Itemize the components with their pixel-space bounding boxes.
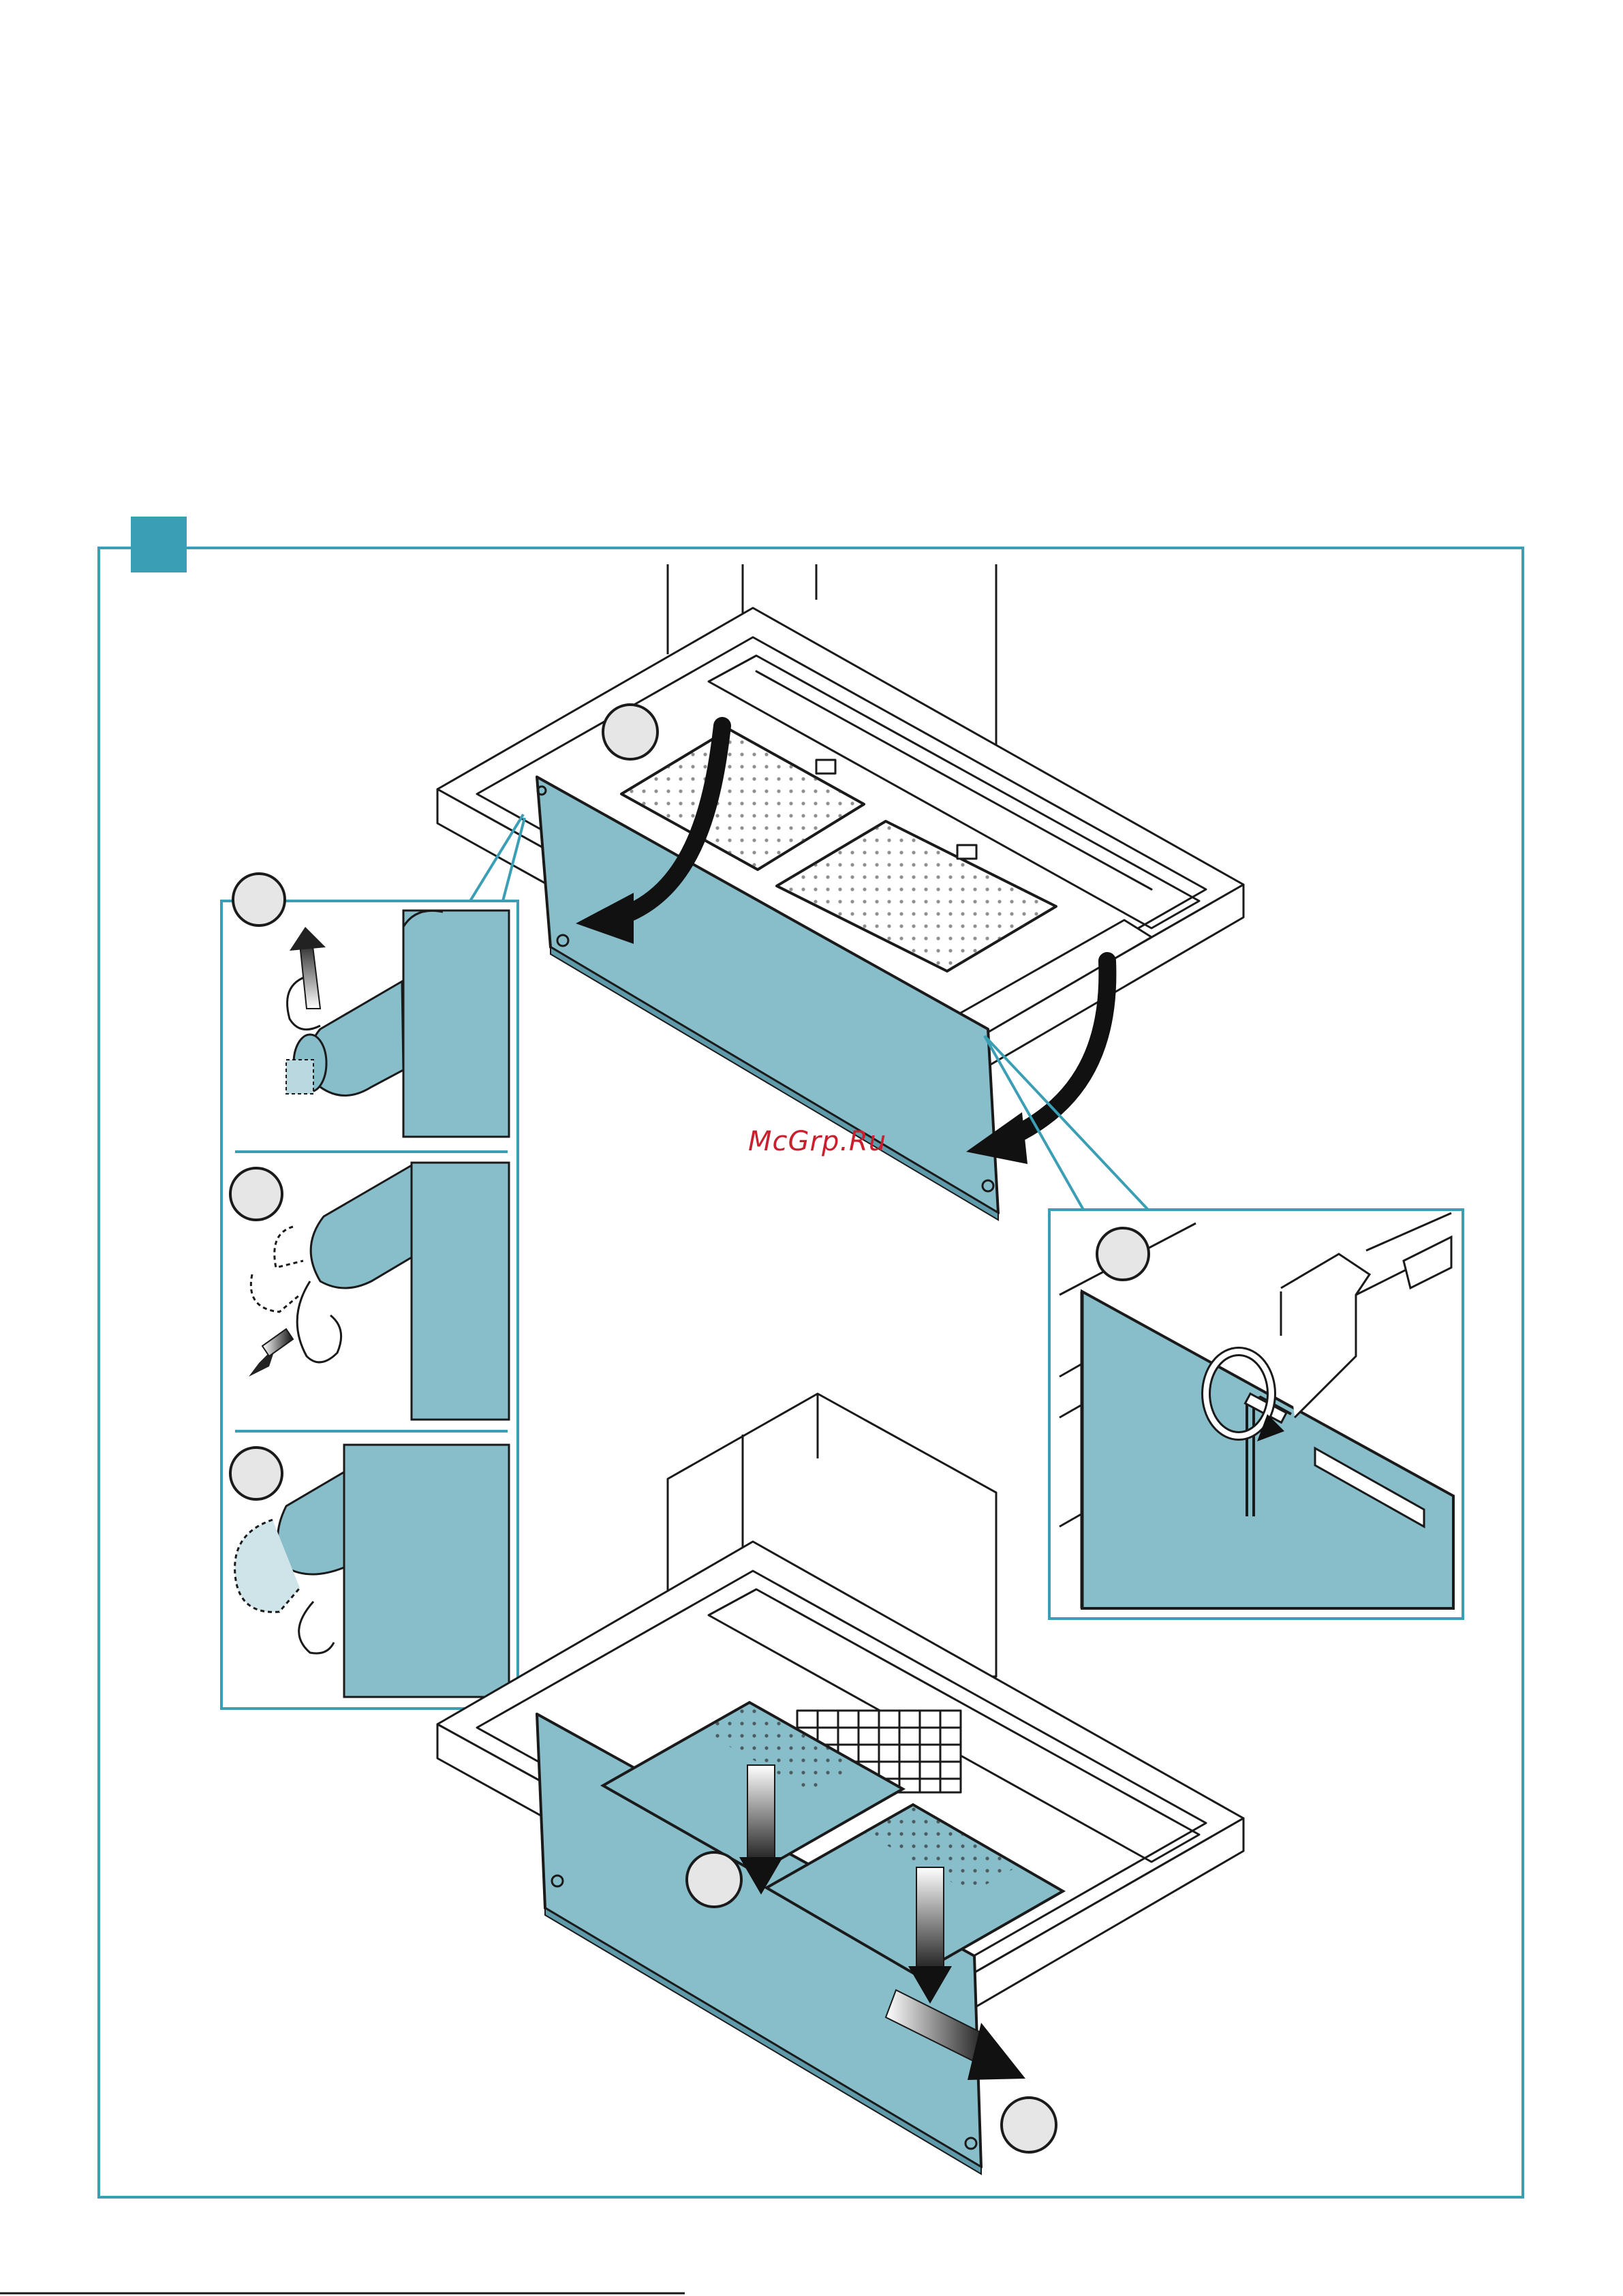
callout-circle-icon [1097, 1228, 1149, 1280]
section-marker-icon [131, 517, 187, 572]
callout-circle-icon [1002, 2098, 1056, 2152]
callout-circle-icon [603, 705, 658, 759]
callout-circle-icon [233, 874, 285, 925]
callout-circle-icon [687, 1852, 741, 1907]
callout-circle-icon [230, 1448, 282, 1499]
callout-circle-icon [230, 1168, 282, 1220]
left-detail-panel [221, 814, 525, 1709]
watermark-text: McGrp.Ru [748, 1126, 886, 1157]
right-detail-panel [985, 1036, 1463, 1619]
